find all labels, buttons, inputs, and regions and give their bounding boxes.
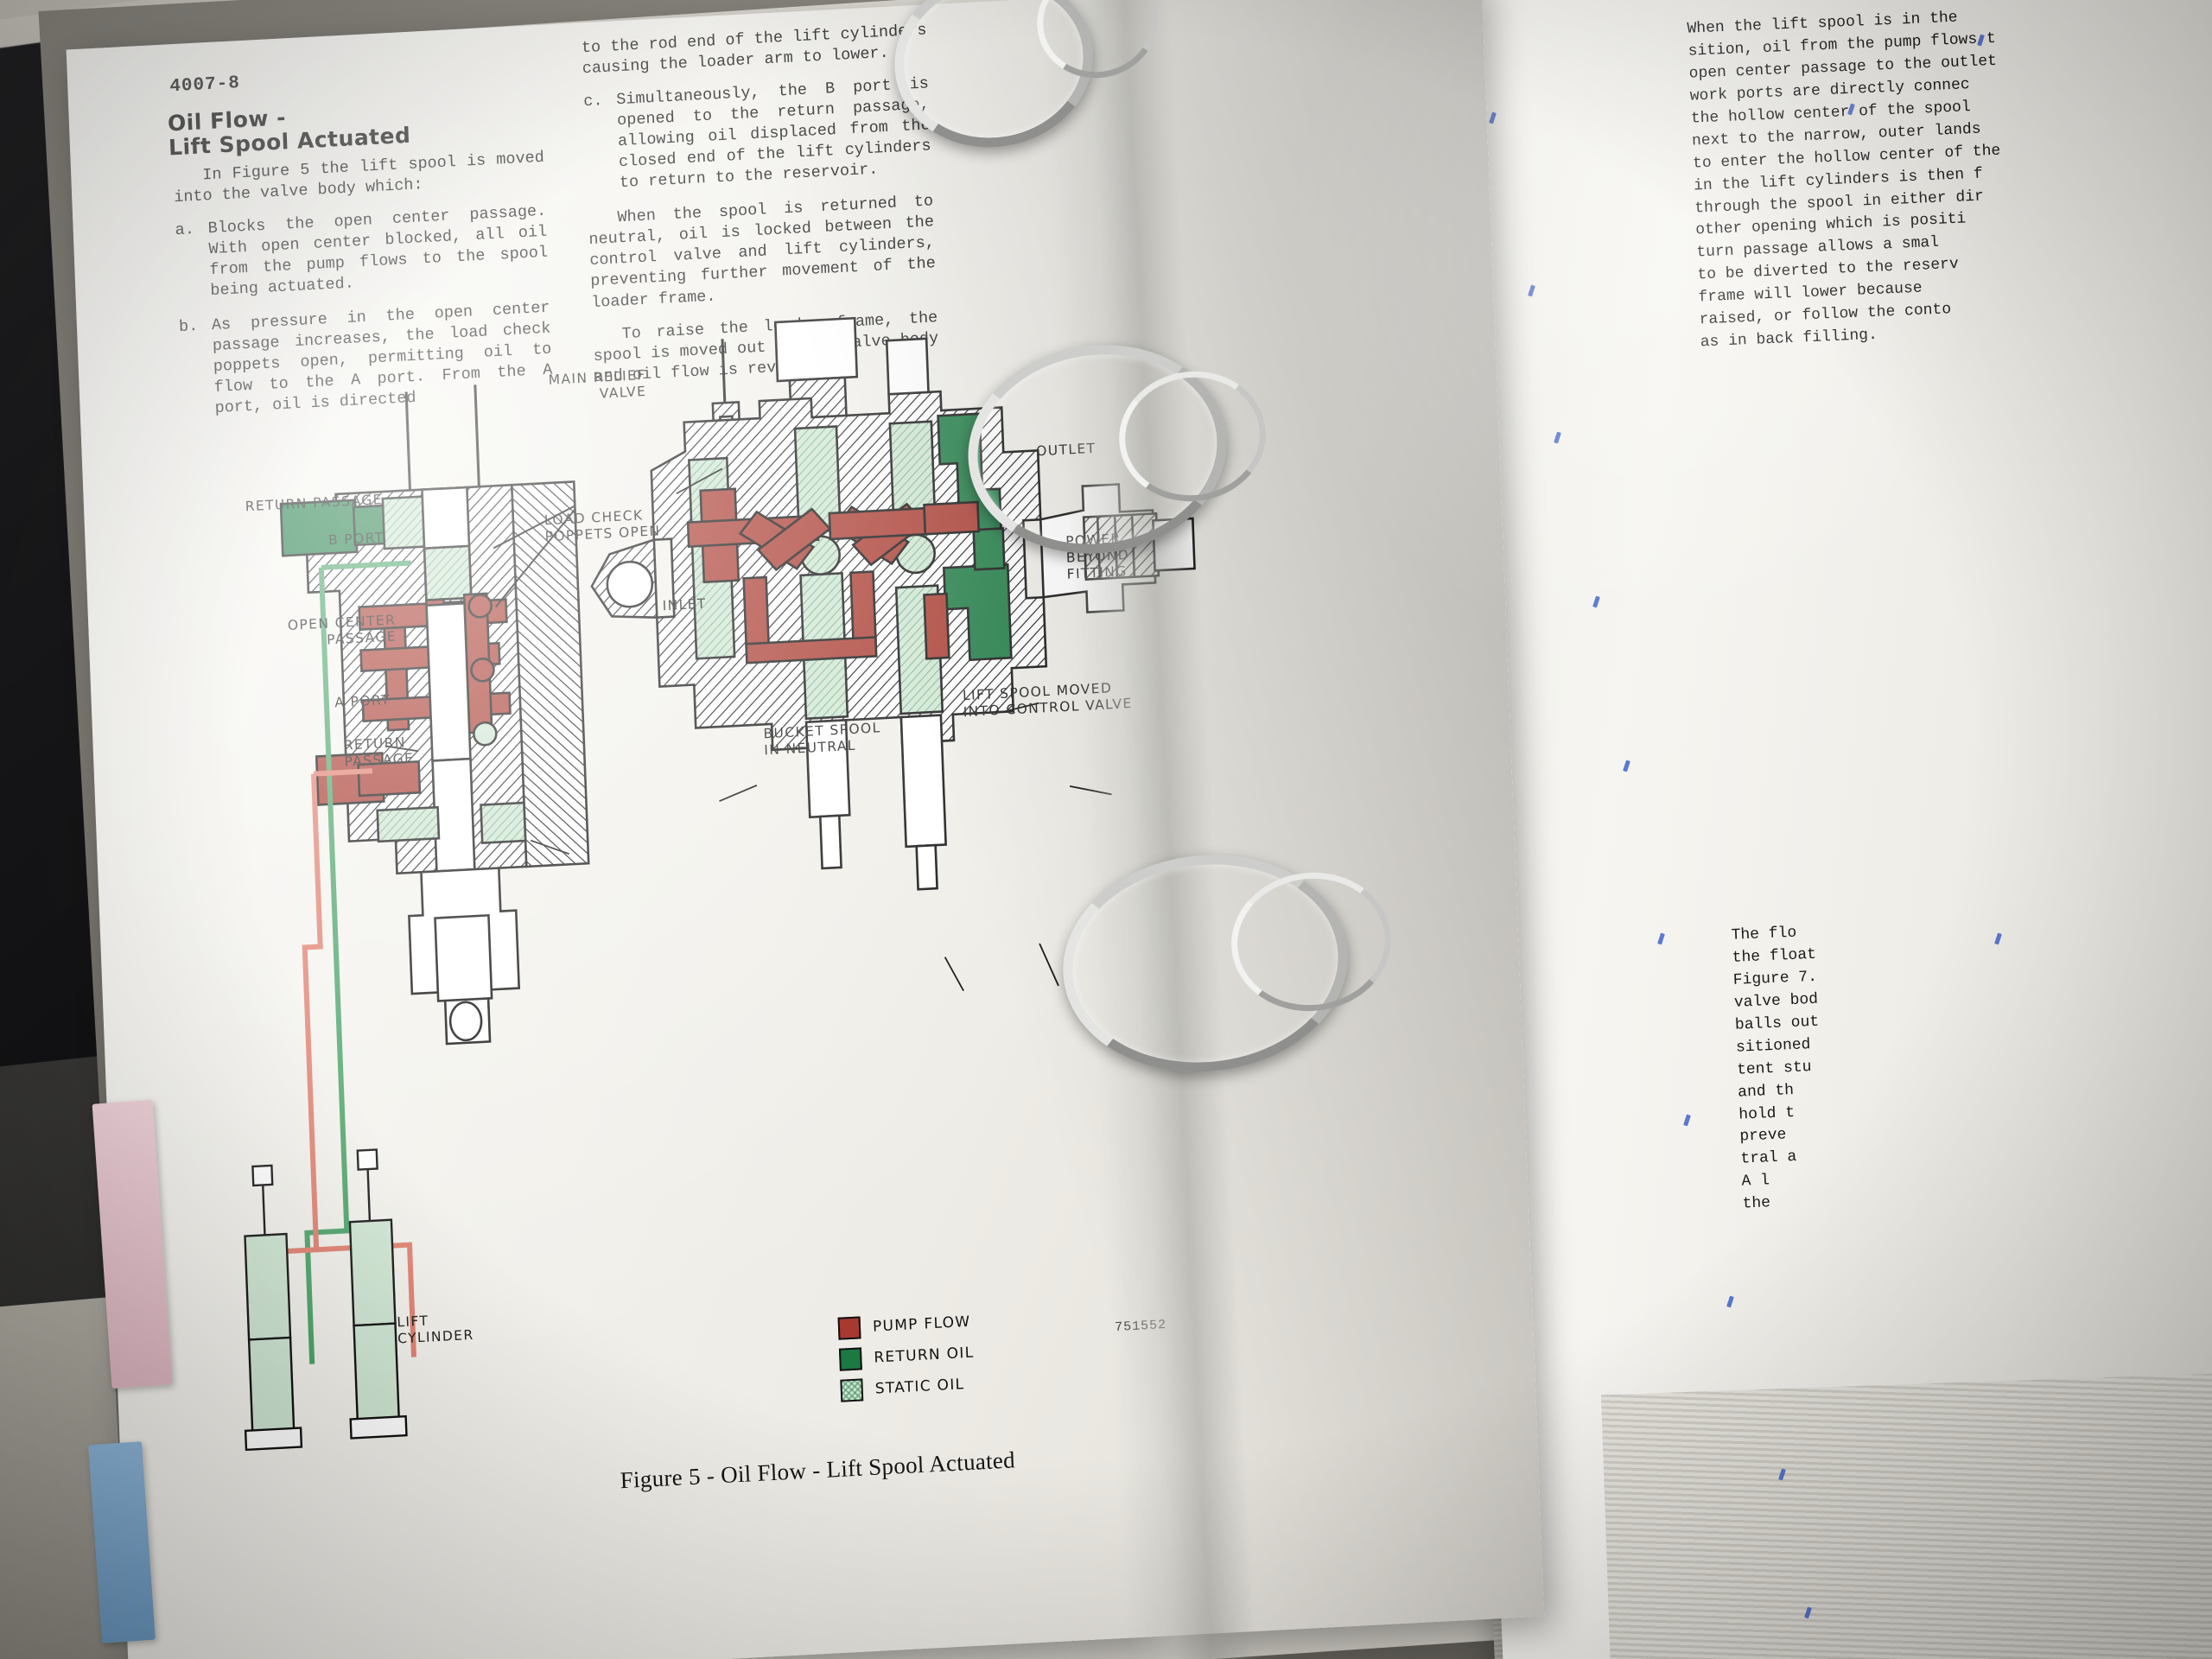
legend-label: RETURN OIL <box>873 1344 975 1367</box>
legend-swatch-return-oil <box>838 1347 862 1371</box>
right-page-stack-bottom <box>1600 1370 2212 1659</box>
page-number: 4007-8 <box>168 73 241 98</box>
label-main-relief-valve: MAIN RELIEF VALVE <box>548 366 647 402</box>
continuation-paragraph: to the rod end of the lift cylinders cau… <box>581 21 927 79</box>
label-lift-cylinder: LIFT CYLINDER <box>397 1313 474 1347</box>
legend-swatch-static-oil <box>840 1378 864 1402</box>
label-return-passage-bottom: RETURN PASSAGE <box>343 734 415 770</box>
figure-legend: PUMP FLOW RETURN OIL STATIC OIL <box>837 1311 976 1411</box>
list-item-c: c. Simultaneously, the B port is opened … <box>583 73 932 195</box>
list-text: Simultaneously, the B port is opened to … <box>615 74 931 193</box>
list-marker: a. <box>175 220 195 240</box>
list-item-a: a. Blocks the open center passage. With … <box>175 201 549 304</box>
legend-item-return-oil: RETURN OIL <box>838 1342 975 1371</box>
legend-label: STATIC OIL <box>874 1376 965 1398</box>
hydraulic-diagram <box>244 316 1196 1452</box>
legend-swatch-pump-flow <box>837 1316 861 1340</box>
legend-label: PUMP FLOW <box>872 1313 971 1336</box>
label-open-center-passage: OPEN CENTER PASSAGE <box>287 612 397 648</box>
manual-page: 4007-8 Oil Flow - Lift Spool Actuated In… <box>66 0 1545 1659</box>
page-title: Oil Flow - Lift Spool Actuated <box>167 88 617 160</box>
legend-item-static-oil: STATIC OIL <box>840 1373 976 1402</box>
figure-5: MAIN RELIEF VALVE RETURN PASSAGE B PORT … <box>143 280 1536 1577</box>
list-marker: c. <box>582 92 603 111</box>
list-text: Blocks the open center passage. With ope… <box>207 201 549 301</box>
neutral-paragraph: When the spool is returned to neutral, o… <box>588 192 937 312</box>
